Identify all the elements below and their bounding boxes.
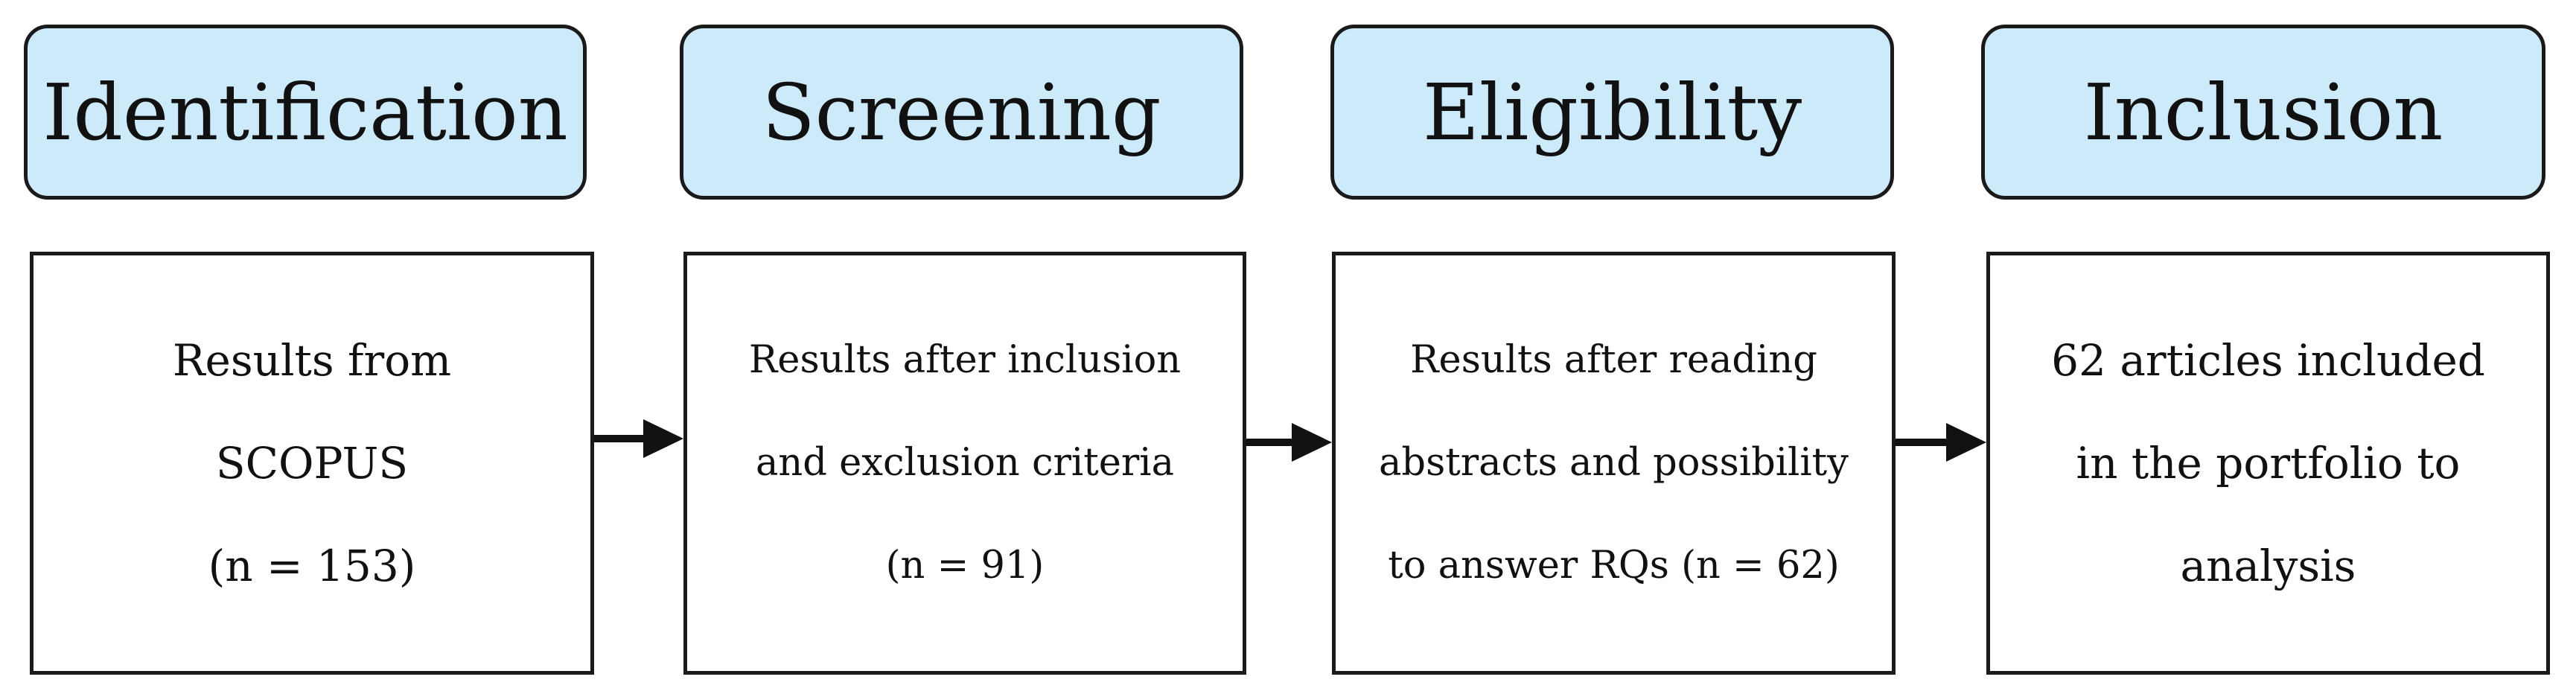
stage-text-line: abstracts and possibility	[1379, 441, 1849, 485]
stage-text-line: Results after reading	[1410, 338, 1817, 382]
stage-header-screening: Screening	[680, 25, 1243, 200]
stage-header-identification: Identification	[24, 25, 587, 200]
stage-header-inclusion: Inclusion	[1981, 25, 2545, 200]
arrow-identification-to-screening	[594, 419, 683, 458]
arrow-eligibility-to-inclusion	[1896, 423, 1986, 462]
stage-text-line: analysis	[2180, 541, 2356, 591]
stage-box-inclusion: 62 articles included in the portfolio to…	[1986, 252, 2550, 675]
stage-box-screening: Results after inclusion and exclusion cr…	[683, 252, 1246, 675]
stage-text-line: 62 articles included	[2051, 335, 2485, 386]
stage-text-line: (n = 153)	[208, 541, 416, 591]
stage-text-line: Results from	[172, 335, 452, 386]
stage-text-line: in the portfolio to	[2076, 438, 2461, 489]
stage-text-line: and exclusion criteria	[755, 441, 1175, 485]
stage-text-line: to answer RQs (n = 62)	[1388, 544, 1840, 588]
stage-box-identification: Results from SCOPUS (n = 153)	[30, 252, 594, 675]
stage-box-eligibility: Results after reading abstracts and poss…	[1332, 252, 1896, 675]
stage-text-line: Results after inclusion	[748, 338, 1182, 382]
stage-text-line: (n = 91)	[885, 544, 1045, 588]
stage-text-line: SCOPUS	[215, 438, 409, 489]
stage-header-eligibility: Eligibility	[1330, 25, 1894, 200]
arrow-screening-to-eligibility	[1246, 423, 1332, 462]
